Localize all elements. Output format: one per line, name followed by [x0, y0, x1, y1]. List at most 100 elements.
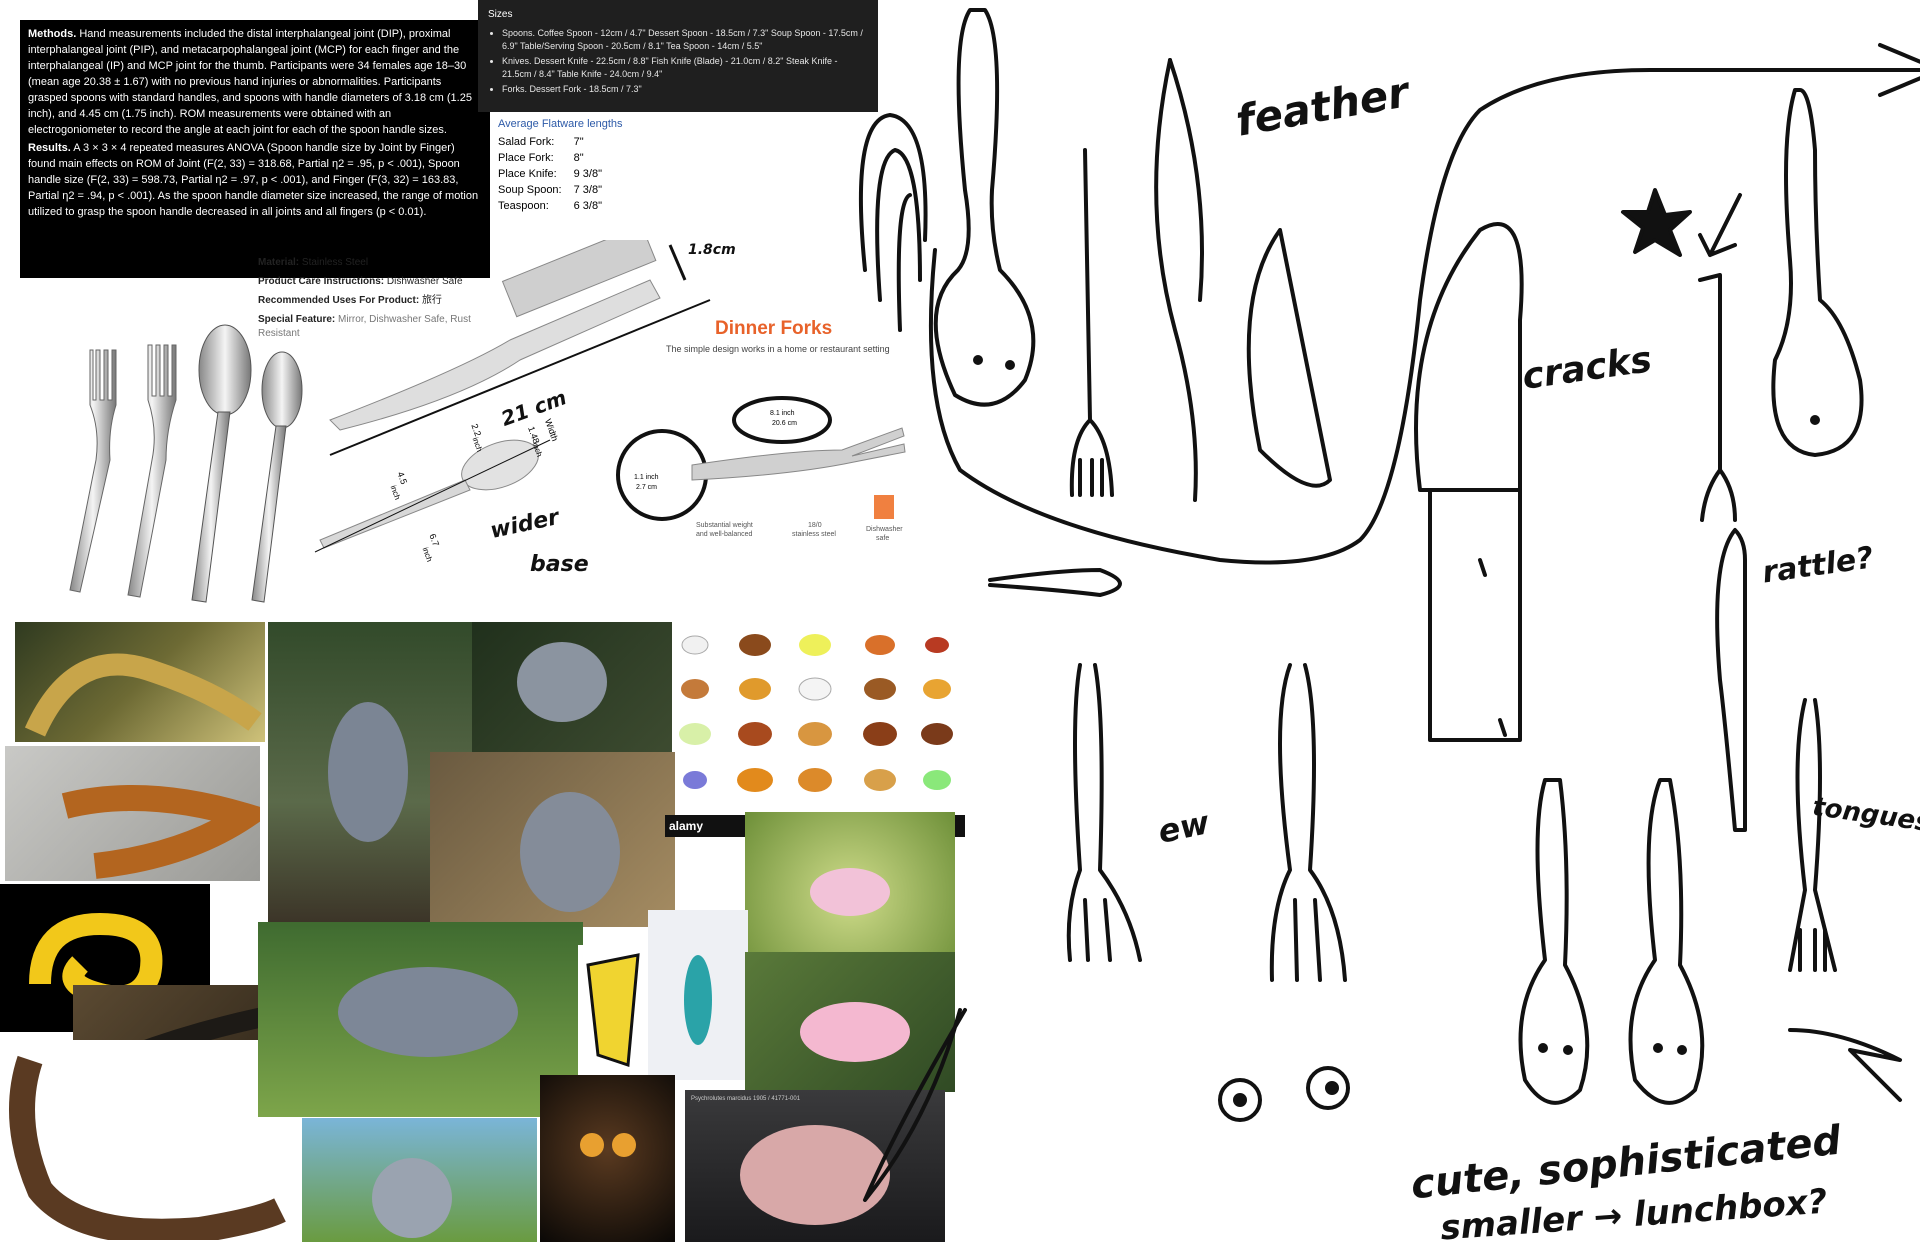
bird-icon [338, 967, 518, 1057]
row-value: 7" [573, 136, 584, 148]
dinner-forks-subtitle: The simple design works in a home or res… [666, 344, 890, 354]
feature-3: Dishwasher [866, 526, 903, 533]
mantis-icon [810, 868, 890, 916]
uses-label: Recommended Uses For Product: [258, 295, 420, 306]
aye-aye-photo [540, 1075, 675, 1242]
blobfish-photo: Psychrolutes marcidus 1905 / 41771-001 [685, 1090, 945, 1242]
row-name: Place Fork: [498, 152, 554, 164]
snake-icon [61, 785, 260, 879]
table-row: Salad Fork: 7" [492, 134, 608, 150]
sketch-canvas [858, 8, 1920, 1202]
row-value: 8" [573, 152, 584, 164]
cracked-knife-sketch [1414, 222, 1524, 742]
flatware-table: Salad Fork: 7" Place Fork: 8" Place Knife:… [492, 134, 608, 214]
snake-icon [24, 653, 262, 737]
sizes-title: Sizes [488, 9, 513, 20]
feature-label: Special Feature: [258, 314, 336, 325]
eye-icon [580, 1133, 604, 1157]
row-value: 9 3/8" [573, 168, 602, 180]
feature-2b: stainless steel [792, 531, 836, 538]
table-row: Place Fork: 8" [492, 150, 608, 166]
bird-icon [372, 1158, 452, 1238]
butterflies-grid [679, 634, 953, 792]
care-value: Dishwasher Safe [386, 276, 463, 287]
snake-icon [9, 1055, 286, 1240]
care-label: Product Care Instructions: [258, 276, 385, 287]
dinner-fork-diagram [616, 396, 906, 521]
feature-1: Substantial weight [696, 522, 753, 529]
fork-icon [691, 427, 906, 481]
feature-line: Special Feature: Mirror, Dishwasher Safe… [258, 313, 498, 341]
rattle-knife-sketch [1715, 528, 1747, 832]
shoebill-photo [302, 1118, 537, 1242]
feature-value: Mirror, Dishwasher Safe, Rust Resistant [258, 314, 471, 339]
butterfly-photo [578, 945, 648, 1075]
fork-icon [69, 349, 117, 593]
spoon-face-sketch [1771, 88, 1864, 457]
eyes-sketch [1218, 1066, 1350, 1122]
methods-paragraph: Methods. Hand measurements included the … [28, 26, 482, 138]
cutlery-set-image [69, 324, 303, 603]
spoon-face-sketch [1518, 778, 1590, 1105]
methods-label: Methods. [28, 28, 77, 40]
bird-icon [517, 642, 607, 722]
feature-2: 18/0 [808, 522, 822, 529]
sizes-item: Spoons. Coffee Spoon - 12cm / 4.7" Desse… [502, 27, 868, 53]
butterfly-icon [679, 634, 953, 792]
sizes-item: Knives. Dessert Knife - 22.5cm / 8.8" Fi… [502, 55, 868, 81]
small-spoon-sketch [988, 568, 1122, 597]
bird-icon [520, 792, 620, 912]
material-label: Material: [258, 257, 300, 268]
uses-line: Recommended Uses For Product: 旅行 [258, 294, 498, 308]
row-name: Teaspoon: [498, 200, 549, 212]
knife-spoon-diagram [314, 240, 711, 553]
dinner-forks-title: Dinner Forks [715, 318, 833, 339]
snake-photo [5, 746, 260, 881]
row-value: 6 3/8" [573, 200, 602, 212]
fork-length: 8.1 inch [770, 410, 795, 417]
spoon-icon [251, 351, 303, 603]
mantis-icon [684, 955, 712, 1045]
pink-mantis-photo [745, 952, 955, 1092]
sizes-panel: Sizes Spoons. Coffee Spoon - 12cm / 4.7"… [478, 0, 878, 112]
bird-icon [328, 702, 408, 842]
handle-dia-cm: 2.7 cm [636, 484, 658, 491]
alamy-watermark: alamy [669, 819, 704, 833]
table-row: Soup Spoon:7 3/8" [492, 182, 608, 198]
results-paragraph: Results. A 3 × 3 × 4 repeated measures A… [28, 140, 482, 220]
blue-mantis-photo [648, 910, 748, 1080]
leaf-sketch [1246, 228, 1332, 488]
handle-dia: 1.1 inch [634, 474, 659, 481]
table-row: Place Knife:9 3/8" [492, 166, 608, 182]
spoon-face-sketch [1628, 778, 1705, 1105]
length-ellipse [732, 396, 832, 444]
spoon-length-line [314, 439, 551, 553]
dishwasher-icon [874, 495, 894, 519]
pointer-arrow-icon [1698, 193, 1742, 257]
scribble-sketch [1788, 1028, 1902, 1102]
sizes-list: Spoons. Coffee Spoon - 12cm / 4.7" Desse… [488, 27, 868, 96]
base-note: base [530, 552, 589, 577]
care-line: Product Care Instructions: Dishwasher Sa… [258, 275, 498, 289]
cobra-photo [0, 1040, 290, 1240]
blobfish-icon [740, 1125, 890, 1225]
material-value: Stainless Steel [301, 257, 369, 268]
spoon-face-sketch [933, 8, 1036, 407]
mantis-icon [800, 1002, 910, 1062]
shoebill-photo [472, 622, 672, 752]
results-text: A 3 × 3 × 4 repeated measures ANOVA (Spo… [28, 142, 479, 218]
fork-sketch [1069, 148, 1114, 497]
knife-width-label: 1.8cm [688, 242, 736, 258]
tongue-fork-sketch [1788, 698, 1837, 972]
feature-3b: safe [876, 535, 890, 542]
methods-text: Hand measurements included the distal in… [28, 28, 472, 136]
material-line: Material: Stainless Steel [258, 256, 498, 270]
uses-value: 旅行 [421, 295, 442, 306]
fork-icon [127, 344, 177, 598]
sizes-item: Forks. Dessert Fork - 18.5cm / 7.3" [502, 83, 868, 96]
blobfish-caption: Psychrolutes marcidus 1905 / 41771-001 [691, 1096, 801, 1102]
methods-panel: Methods. Hand measurements included the … [20, 20, 490, 278]
eye-icon [612, 1133, 636, 1157]
row-name: Salad Fork: [498, 136, 555, 148]
orchid-mantis-photo [745, 812, 955, 952]
